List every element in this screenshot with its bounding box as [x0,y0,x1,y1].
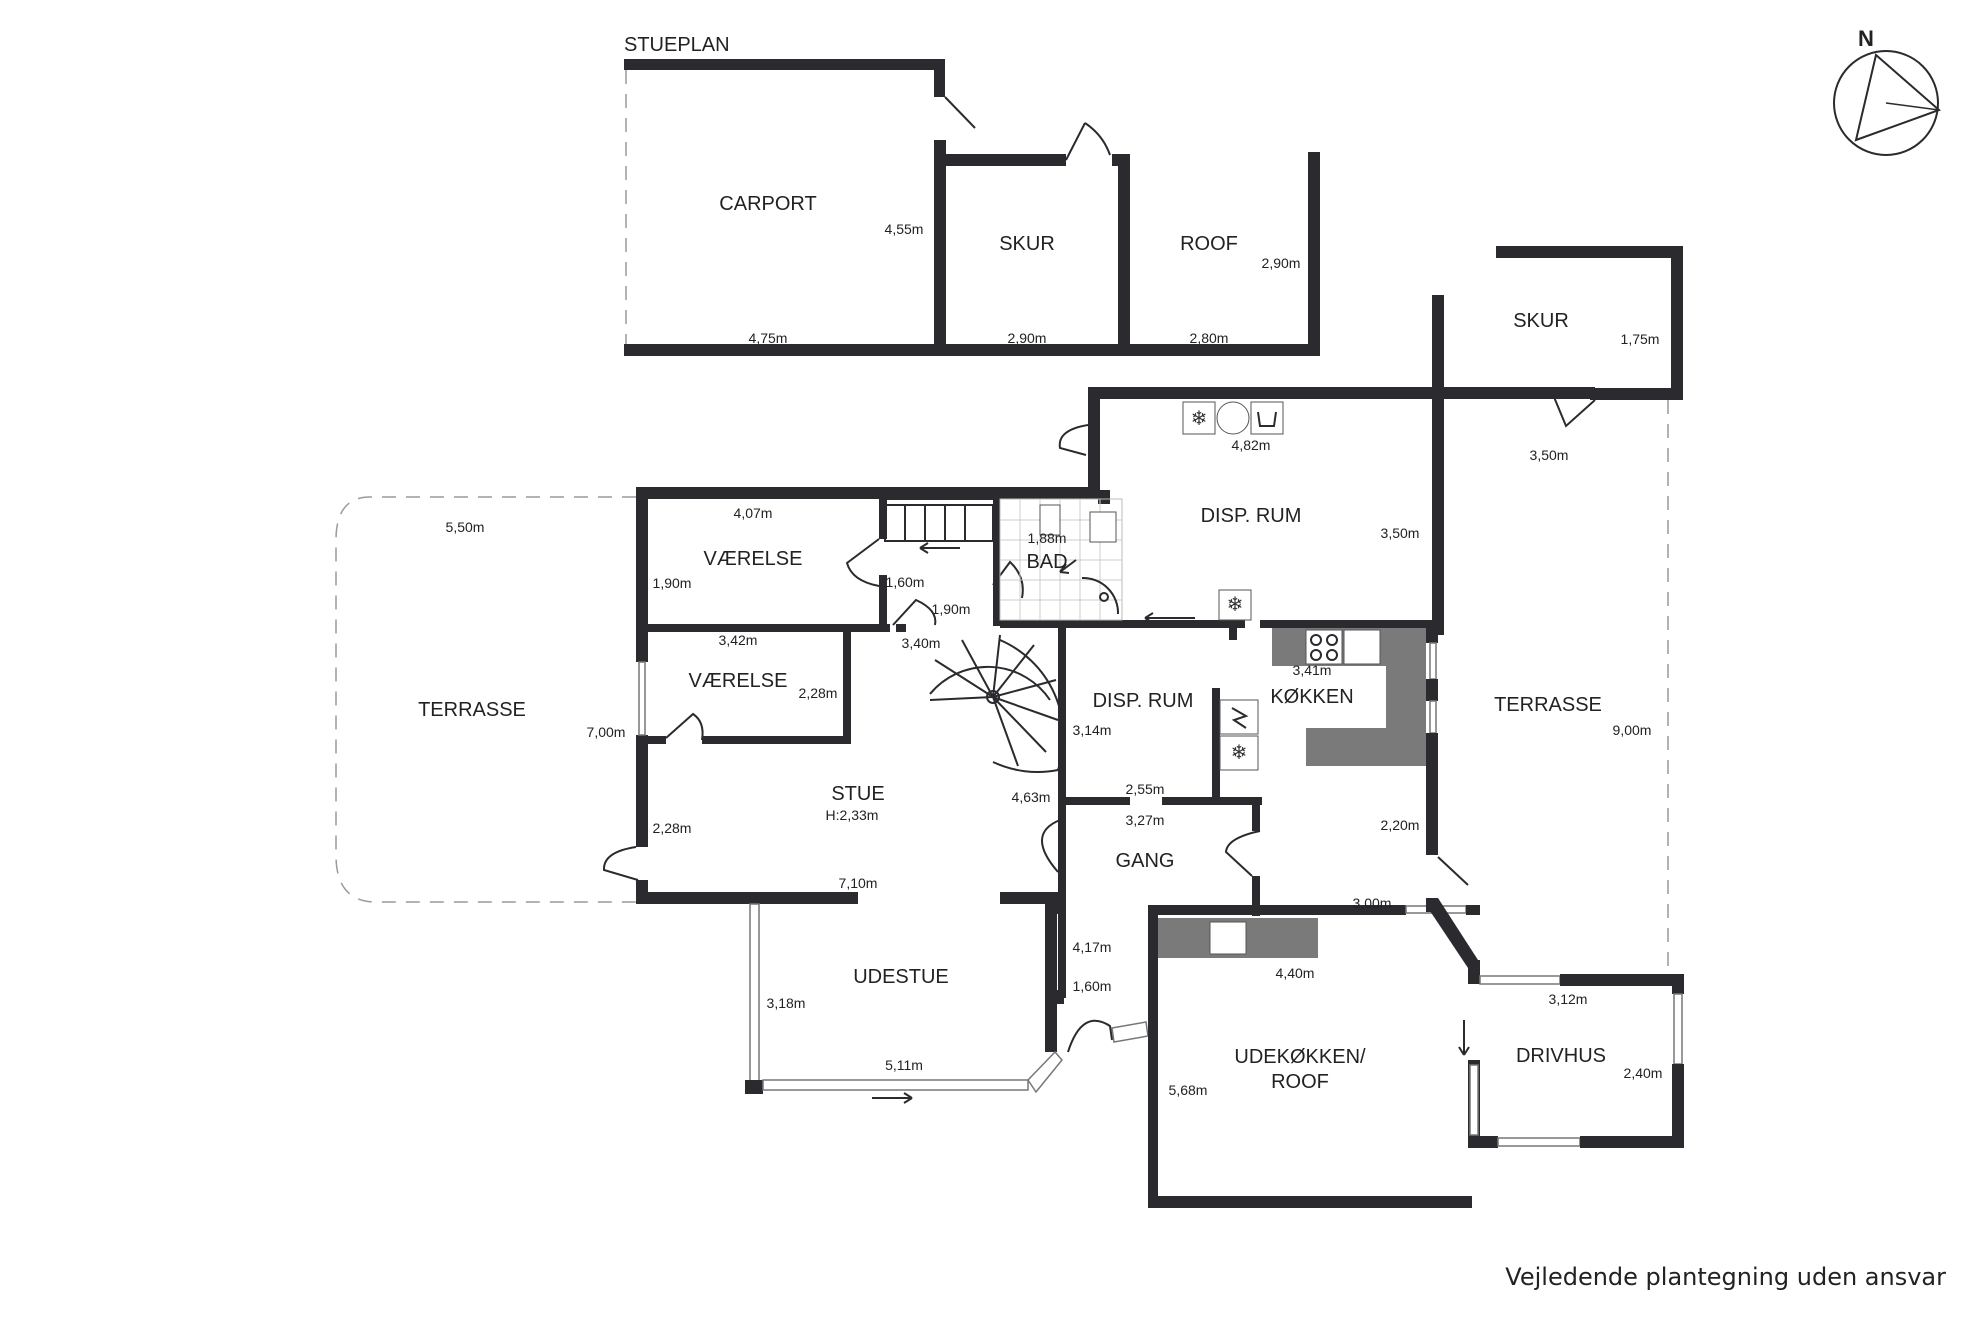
dim-roof-top-height: 2,90m [1262,255,1301,271]
stue-height-label: H:2,33m [826,807,879,823]
dim-carport-width: 4,75m [749,330,788,346]
drivhus-arrow-icon [1458,1020,1470,1056]
direction-arrow-icon [1144,612,1195,624]
dim-udestue-height: 3,18m [767,995,806,1011]
room-terrasse-left: TERRASSE [418,699,526,721]
room-roof-top: ROOF [1180,233,1238,255]
dim-koekken-bottom-width: 3,00m [1353,895,1392,911]
outdoor-sink-icon [1209,921,1247,955]
dim-disp-upper-width: 4,82m [1232,437,1271,453]
dim-drivhus-width: 3,12m [1549,991,1588,1007]
svg-text:❄: ❄ [1191,406,1208,430]
dim-vaerelse1-height: 1,90m [653,575,692,591]
toilet-icon [1039,504,1061,536]
room-skur-right: SKUR [1513,310,1569,332]
kitchen-sink-icon [1343,629,1381,665]
room-koekken: KØKKEN [1270,686,1353,708]
dim-disp-lower-width: 2,55m [1126,781,1165,797]
freezer-small-icon: ❄ [1218,589,1252,621]
room-gang: GANG [1116,850,1175,872]
outbuildings [624,59,1320,356]
dim-vaerelse2-height: 2,28m [799,685,838,701]
washtub-icon [1250,401,1284,435]
compass-icon: N [1833,26,1941,156]
dim-koekken-width: 3,41m [1293,662,1332,678]
dim-stue-left-height: 2,28m [653,820,692,836]
dim-udestue-width: 5,11m [885,1057,923,1073]
dim-hall-small-width: 1,60m [886,574,925,590]
dim-drivhus-height: 2,40m [1624,1065,1663,1081]
room-carport: CARPORT [719,193,816,215]
dim-vaerelse2-width: 3,42m [719,632,758,648]
dim-gang-height: 4,17m [1073,939,1112,955]
oven-icon [1219,699,1259,735]
fridge-icon [1219,735,1259,771]
dim-skur-top-width: 2,90m [1008,330,1047,346]
washer-icon [1216,401,1250,435]
dim-bad-width: 1,88m [1028,530,1067,546]
room-disp-rum-lower: DISP. RUM [1093,690,1194,712]
svg-text:❄: ❄ [1231,740,1248,764]
room-vaerelse-2: VÆRELSE [689,670,788,692]
sink-icon [1089,511,1117,543]
room-drivhus: DRIVHUS [1516,1045,1606,1067]
room-terrasse-right: TERRASSE [1494,694,1602,716]
dim-gang-door: 1,60m [1073,978,1112,994]
hall-stairs [884,504,994,554]
dim-udekoekken-width: 4,40m [1276,965,1315,981]
room-udekoekken-line1: UDEKØKKEN/ [1234,1046,1366,1068]
dim-stair-width: 3,40m [902,635,941,651]
dim-terrasse-left-height: 7,00m [587,724,626,740]
compass-north-label: N [1858,26,1874,51]
laundry-appliances: ❄ [1182,401,1284,435]
room-bad: BAD [1026,551,1067,573]
dim-disp-upper-height: 3,50m [1381,525,1420,541]
dim-gang-width: 3,27m [1126,812,1165,828]
room-vaerelse-1: VÆRELSE [704,548,803,570]
dim-roof-top-width: 2,80m [1190,330,1229,346]
skur-right-structure [1496,246,1683,428]
dim-udekoekken-height: 5,68m [1169,1082,1208,1098]
dim-vaerelse1-width: 4,07m [734,505,773,521]
dim-skur-right-width: 3,50m [1530,447,1569,463]
freezer-icon [1182,401,1216,435]
svg-text:❄: ❄ [1227,592,1244,616]
dim-stue-right-height: 4,63m [1012,789,1051,805]
dim-disp-lower-height: 3,14m [1073,722,1112,738]
bath-tiles [999,498,1123,621]
dim-terrasse-right-height: 9,00m [1613,722,1652,738]
room-stue: STUE [831,783,884,805]
kitchen-counters: ❄ [1219,628,1426,771]
room-udekoekken-line2: ROOF [1271,1071,1329,1093]
terrasse-left-outline [335,496,636,903]
room-disp-rum-upper: DISP. RUM [1201,505,1302,527]
drivhus-walls [1468,974,1684,1148]
shower-icon [1081,576,1120,615]
dim-carport-height: 4,55m [885,221,924,237]
plan-title: STUEPLAN [624,34,730,56]
dim-skur-right-height: 1,75m [1621,331,1660,347]
disclaimer-text: Vejledende plantegning uden ansvar [1505,1263,1946,1291]
dim-hall-small-height: 1,90m [932,601,971,617]
main-house-walls [602,295,1669,1094]
spiral-staircase [929,634,1065,773]
dim-terrasse-left-width: 5,50m [446,519,485,535]
udekoekken-walls [1148,918,1472,1208]
room-skur-top: SKUR [999,233,1055,255]
dim-stue-width: 7,10m [839,875,878,891]
dim-koekken-height: 2,20m [1381,817,1420,833]
stove-icon [1305,629,1343,665]
outdoor-kitchen-counter [1158,918,1318,958]
room-udestue: UDESTUE [853,966,949,988]
udestue-arrow-icon [872,1092,913,1104]
